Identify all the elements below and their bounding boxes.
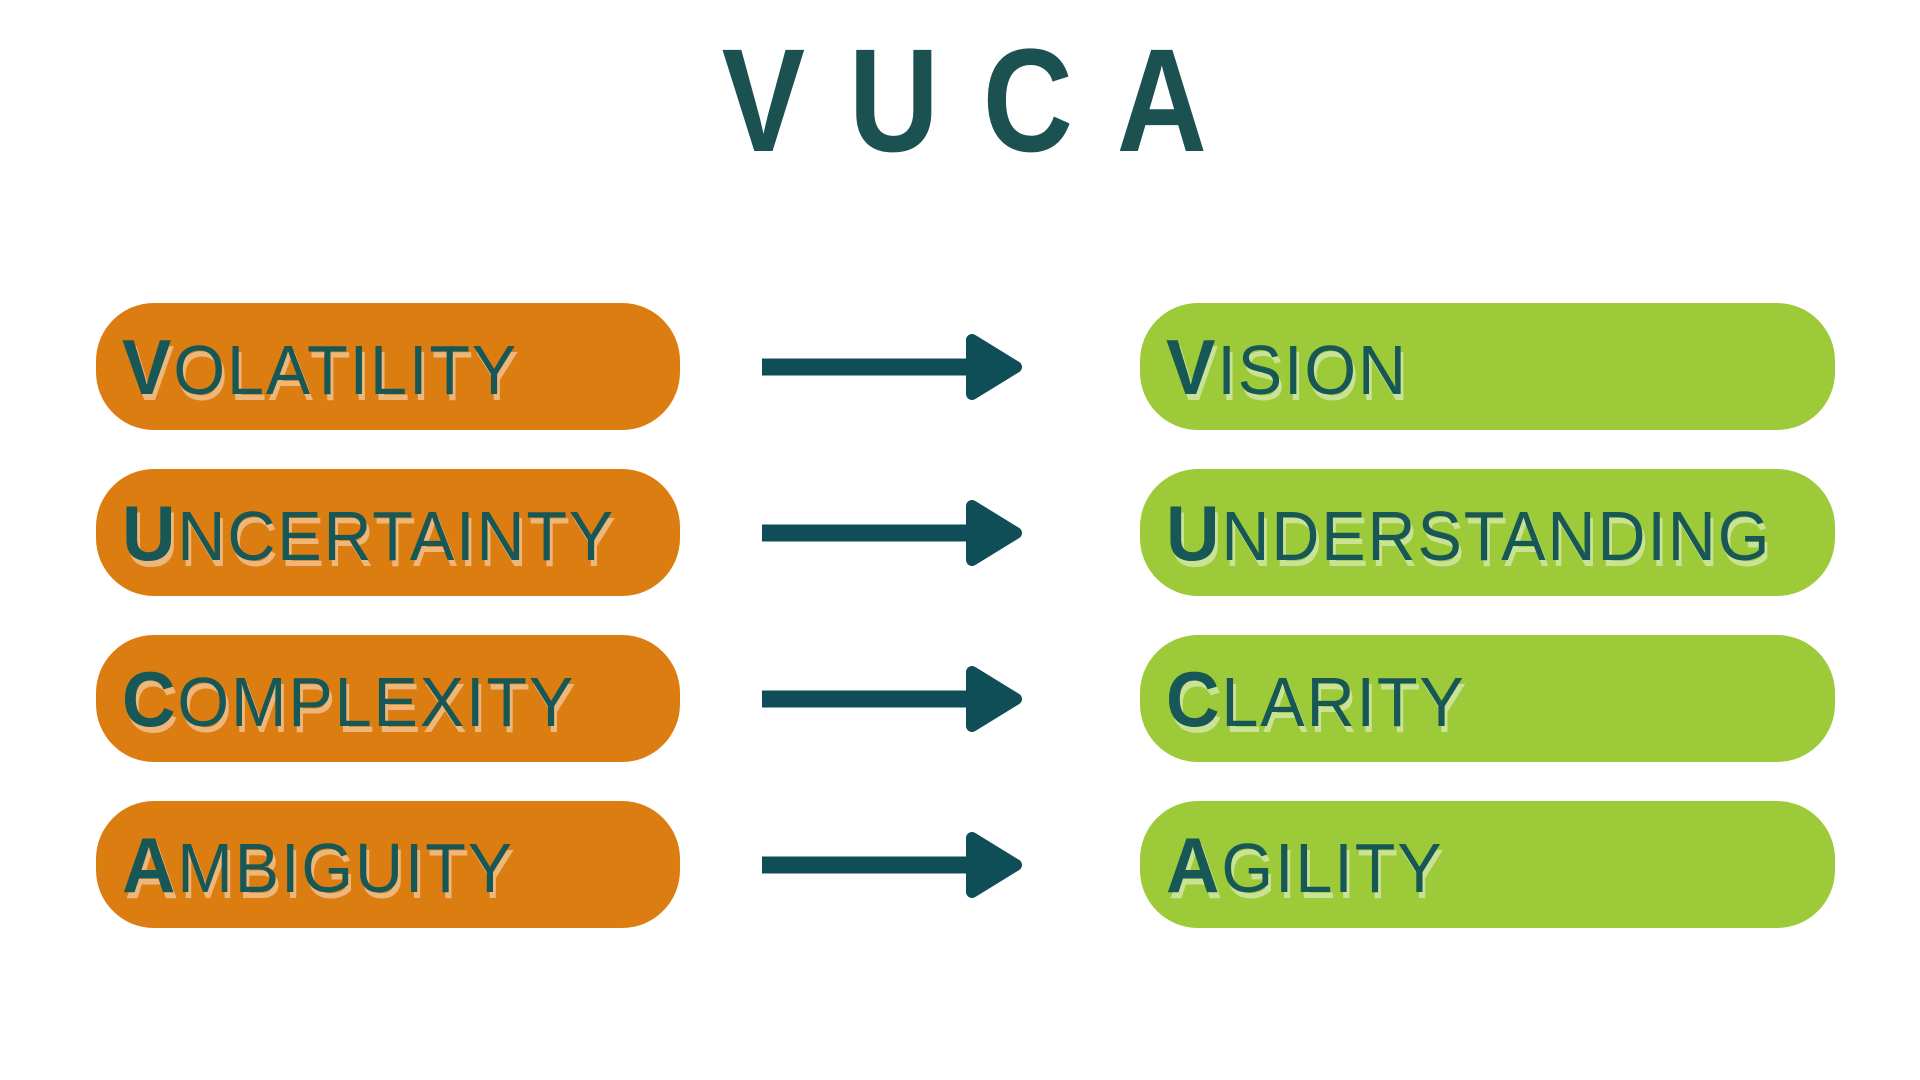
pill-label: UNDERSTANDING <box>1166 494 1771 572</box>
page-title: VUCA <box>721 19 1251 183</box>
term-initial: A <box>1166 820 1222 909</box>
term-rest: GILITY <box>1221 828 1444 907</box>
term-initial: V <box>1166 322 1218 411</box>
arrow-cell <box>680 332 1140 402</box>
pill-label: UNCERTAINTY <box>122 494 615 572</box>
term-initial: C <box>122 654 178 743</box>
mapping-rows: VOLATILITY VISION UNCERTAINTY <box>96 303 1835 967</box>
term-initial: U <box>122 488 178 577</box>
pill-vision: VISION <box>1140 303 1835 430</box>
term-rest: OMPLEXITY <box>177 662 576 741</box>
term-initial: U <box>1166 488 1222 577</box>
arrow-cell <box>680 664 1140 734</box>
pill-label: VOLATILITY <box>122 328 518 406</box>
pill-clarity: CLARITY <box>1140 635 1835 762</box>
pill-label: COMPLEXITY <box>122 660 575 738</box>
pill-volatility: VOLATILITY <box>96 303 680 430</box>
pill-label: AMBIGUITY <box>122 826 514 904</box>
pill-complexity: COMPLEXITY <box>96 635 680 762</box>
term-rest: LARITY <box>1221 662 1466 741</box>
arrow-right-icon <box>762 831 1022 898</box>
pill-label: CLARITY <box>1166 660 1466 738</box>
term-rest: OLATILITY <box>173 330 519 409</box>
term-rest: NDERSTANDING <box>1221 496 1772 575</box>
pill-ambiguity: AMBIGUITY <box>96 801 680 928</box>
arrow-cell <box>680 498 1140 568</box>
pill-uncertainty: UNCERTAINTY <box>96 469 680 596</box>
pill-understanding: UNDERSTANDING <box>1140 469 1835 596</box>
pill-agility: AGILITY <box>1140 801 1835 928</box>
row-complexity-clarity: COMPLEXITY CLARITY <box>96 635 1835 762</box>
term-initial: A <box>122 820 178 909</box>
arrow-right-icon <box>762 499 1022 566</box>
row-uncertainty-understanding: UNCERTAINTY UNDERSTANDING <box>96 469 1835 596</box>
row-volatility-vision: VOLATILITY VISION <box>96 303 1835 430</box>
title-container: VUCA <box>0 28 1920 175</box>
pill-label: VISION <box>1166 328 1408 406</box>
row-ambiguity-agility: AMBIGUITY AGILITY <box>96 801 1835 928</box>
pill-label: AGILITY <box>1166 826 1443 904</box>
arrow-right-icon <box>762 333 1022 400</box>
term-rest: ISION <box>1217 330 1408 409</box>
arrow-cell <box>680 830 1140 900</box>
term-rest: NCERTAINTY <box>177 496 616 575</box>
term-initial: C <box>1166 654 1222 743</box>
term-rest: MBIGUITY <box>177 828 515 907</box>
term-initial: V <box>122 322 174 411</box>
arrow-right-icon <box>762 665 1022 732</box>
